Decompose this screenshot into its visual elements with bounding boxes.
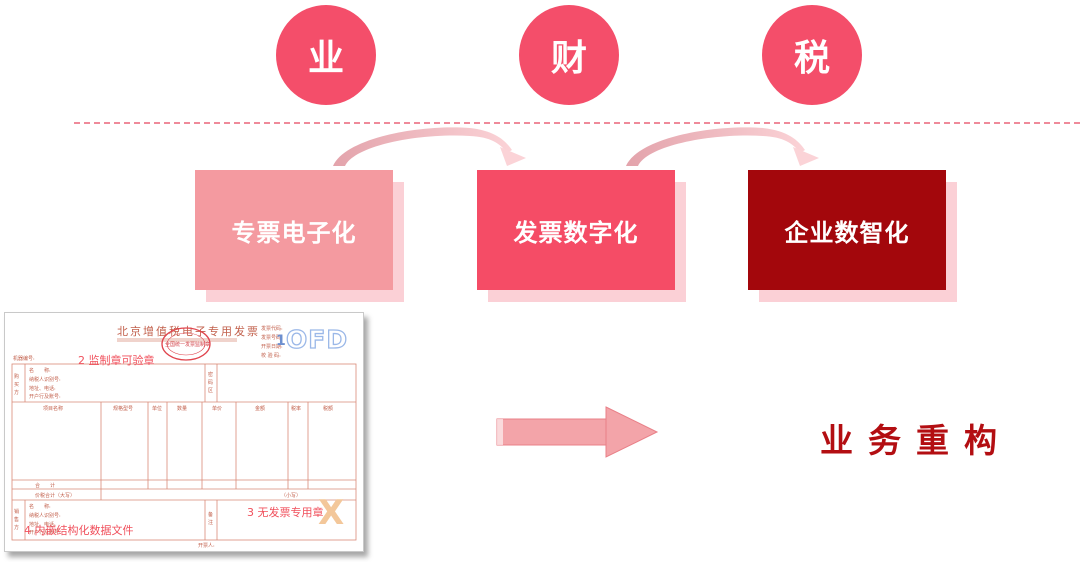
invoice-table-lines — [11, 327, 357, 541]
annotation-seal: 2 监制章可验章 — [78, 354, 155, 367]
block-arrow-right — [496, 406, 659, 458]
curved-arrow-2 — [626, 127, 819, 166]
supervision-seal — [161, 327, 211, 361]
annotation-no-seal: 3 无发票专用章 — [247, 506, 324, 519]
stage-card-1: 专票电子化 — [195, 170, 393, 290]
circle-cai: 财 — [519, 5, 619, 105]
x-mark: X — [318, 493, 345, 533]
business-restructure-label: 业务重构 — [820, 421, 1012, 460]
circle-shui: 税 — [762, 5, 862, 105]
invoice-image: 北京增值税电子专用发票 全国统一发票监制章 发 — [4, 312, 364, 552]
curved-arrow-1 — [333, 127, 526, 166]
stage-card-3: 企业数智化 — [748, 170, 946, 290]
dashed-divider — [74, 122, 1080, 124]
circle-ye: 业 — [276, 5, 376, 105]
ofd-logo: OFD — [285, 324, 349, 354]
stage-card-2: 发票数字化 — [477, 170, 675, 290]
mark-one: 1 — [276, 333, 286, 349]
annotation-embedded: 4 内嵌结构化数据文件 — [24, 524, 134, 537]
invoice-title: 北京增值税电子专用发票 — [117, 325, 260, 338]
